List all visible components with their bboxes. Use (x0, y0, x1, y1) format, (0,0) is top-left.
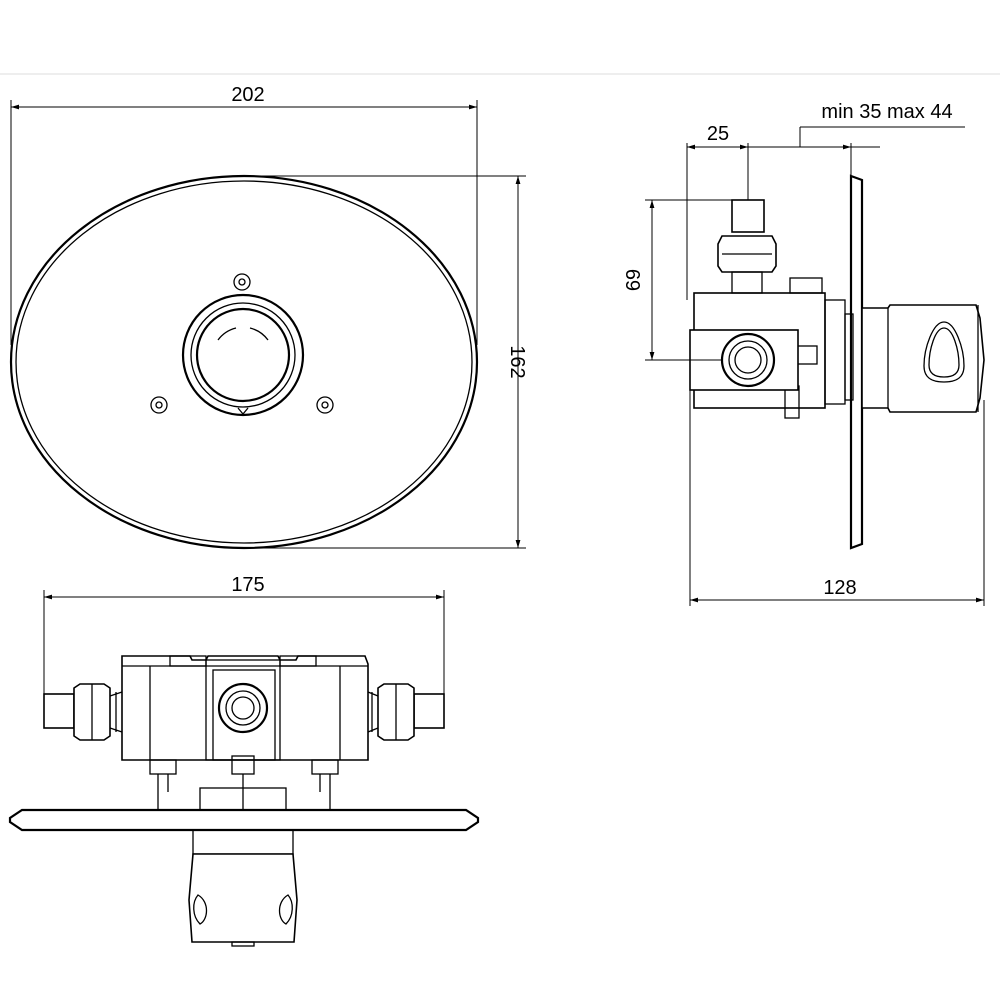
central-bore-ring (190, 302, 296, 408)
top-right-neck (367, 691, 379, 733)
top-handle-grip-left (193, 894, 208, 925)
screw-top (233, 273, 251, 291)
cover-plate-outer (9, 174, 479, 550)
screw-left (150, 396, 168, 414)
bore-arc-right (249, 327, 269, 341)
label-side-stub: 25 (707, 123, 729, 145)
dim-side-depth: 128 (689, 390, 985, 606)
central-bore-inner (195, 307, 291, 403)
side-body-rear (824, 299, 846, 405)
dim-side-stub: 25 (686, 123, 749, 300)
side-outlet-bore (734, 346, 762, 374)
top-center-nut (217, 682, 269, 734)
side-top-nipple (731, 199, 765, 233)
top-slot-right (279, 655, 317, 667)
top-leg-right (311, 759, 339, 810)
top-handle (188, 853, 298, 943)
front-view (9, 174, 479, 550)
top-slot-left (169, 655, 207, 667)
central-bore-outer (181, 293, 305, 417)
side-bracket-top (789, 277, 823, 294)
top-center-insert (212, 669, 276, 761)
top-handle-grip-right (278, 894, 293, 925)
dim-side-wall-range: min 35 max 44 (748, 101, 965, 176)
dim-top-width: 175 (43, 574, 445, 694)
top-left-neck (109, 691, 123, 733)
side-handle (861, 304, 985, 413)
top-handle-end (231, 941, 255, 947)
top-right-nipple (413, 693, 445, 729)
bore-notch (237, 407, 249, 416)
top-handle-collar (192, 829, 294, 855)
side-top-neck (731, 271, 763, 294)
cover-plate-inner (15, 180, 473, 544)
top-left-nipple (43, 693, 75, 729)
bore-arc-left (217, 327, 237, 341)
side-cover-plate (849, 174, 864, 550)
side-view (689, 174, 985, 550)
top-leg-center (199, 755, 287, 811)
top-cover-plate (8, 808, 480, 832)
top-center-ring (225, 690, 261, 726)
dim-side-height: 69 (623, 199, 732, 361)
side-outlet-ring (728, 340, 768, 380)
label-side-wall-range: min 35 max 44 (821, 101, 952, 123)
dim-front-height: 162 (248, 175, 528, 549)
top-center-bore (231, 696, 255, 720)
top-leg-left (149, 759, 177, 810)
label-top-width: 175 (231, 574, 264, 596)
side-handle-grip-icon (923, 321, 965, 383)
top-view (8, 655, 480, 947)
side-handle-grip-inner (928, 327, 960, 378)
label-side-depth: 128 (823, 577, 856, 599)
side-body-spacer (844, 313, 854, 401)
label-front-width: 202 (231, 84, 264, 106)
screw-right (316, 396, 334, 414)
label-front-height: 162 (506, 345, 528, 378)
label-side-height: 69 (623, 269, 645, 291)
dim-front-width: 202 (10, 84, 478, 345)
top-valve-body (121, 655, 369, 761)
